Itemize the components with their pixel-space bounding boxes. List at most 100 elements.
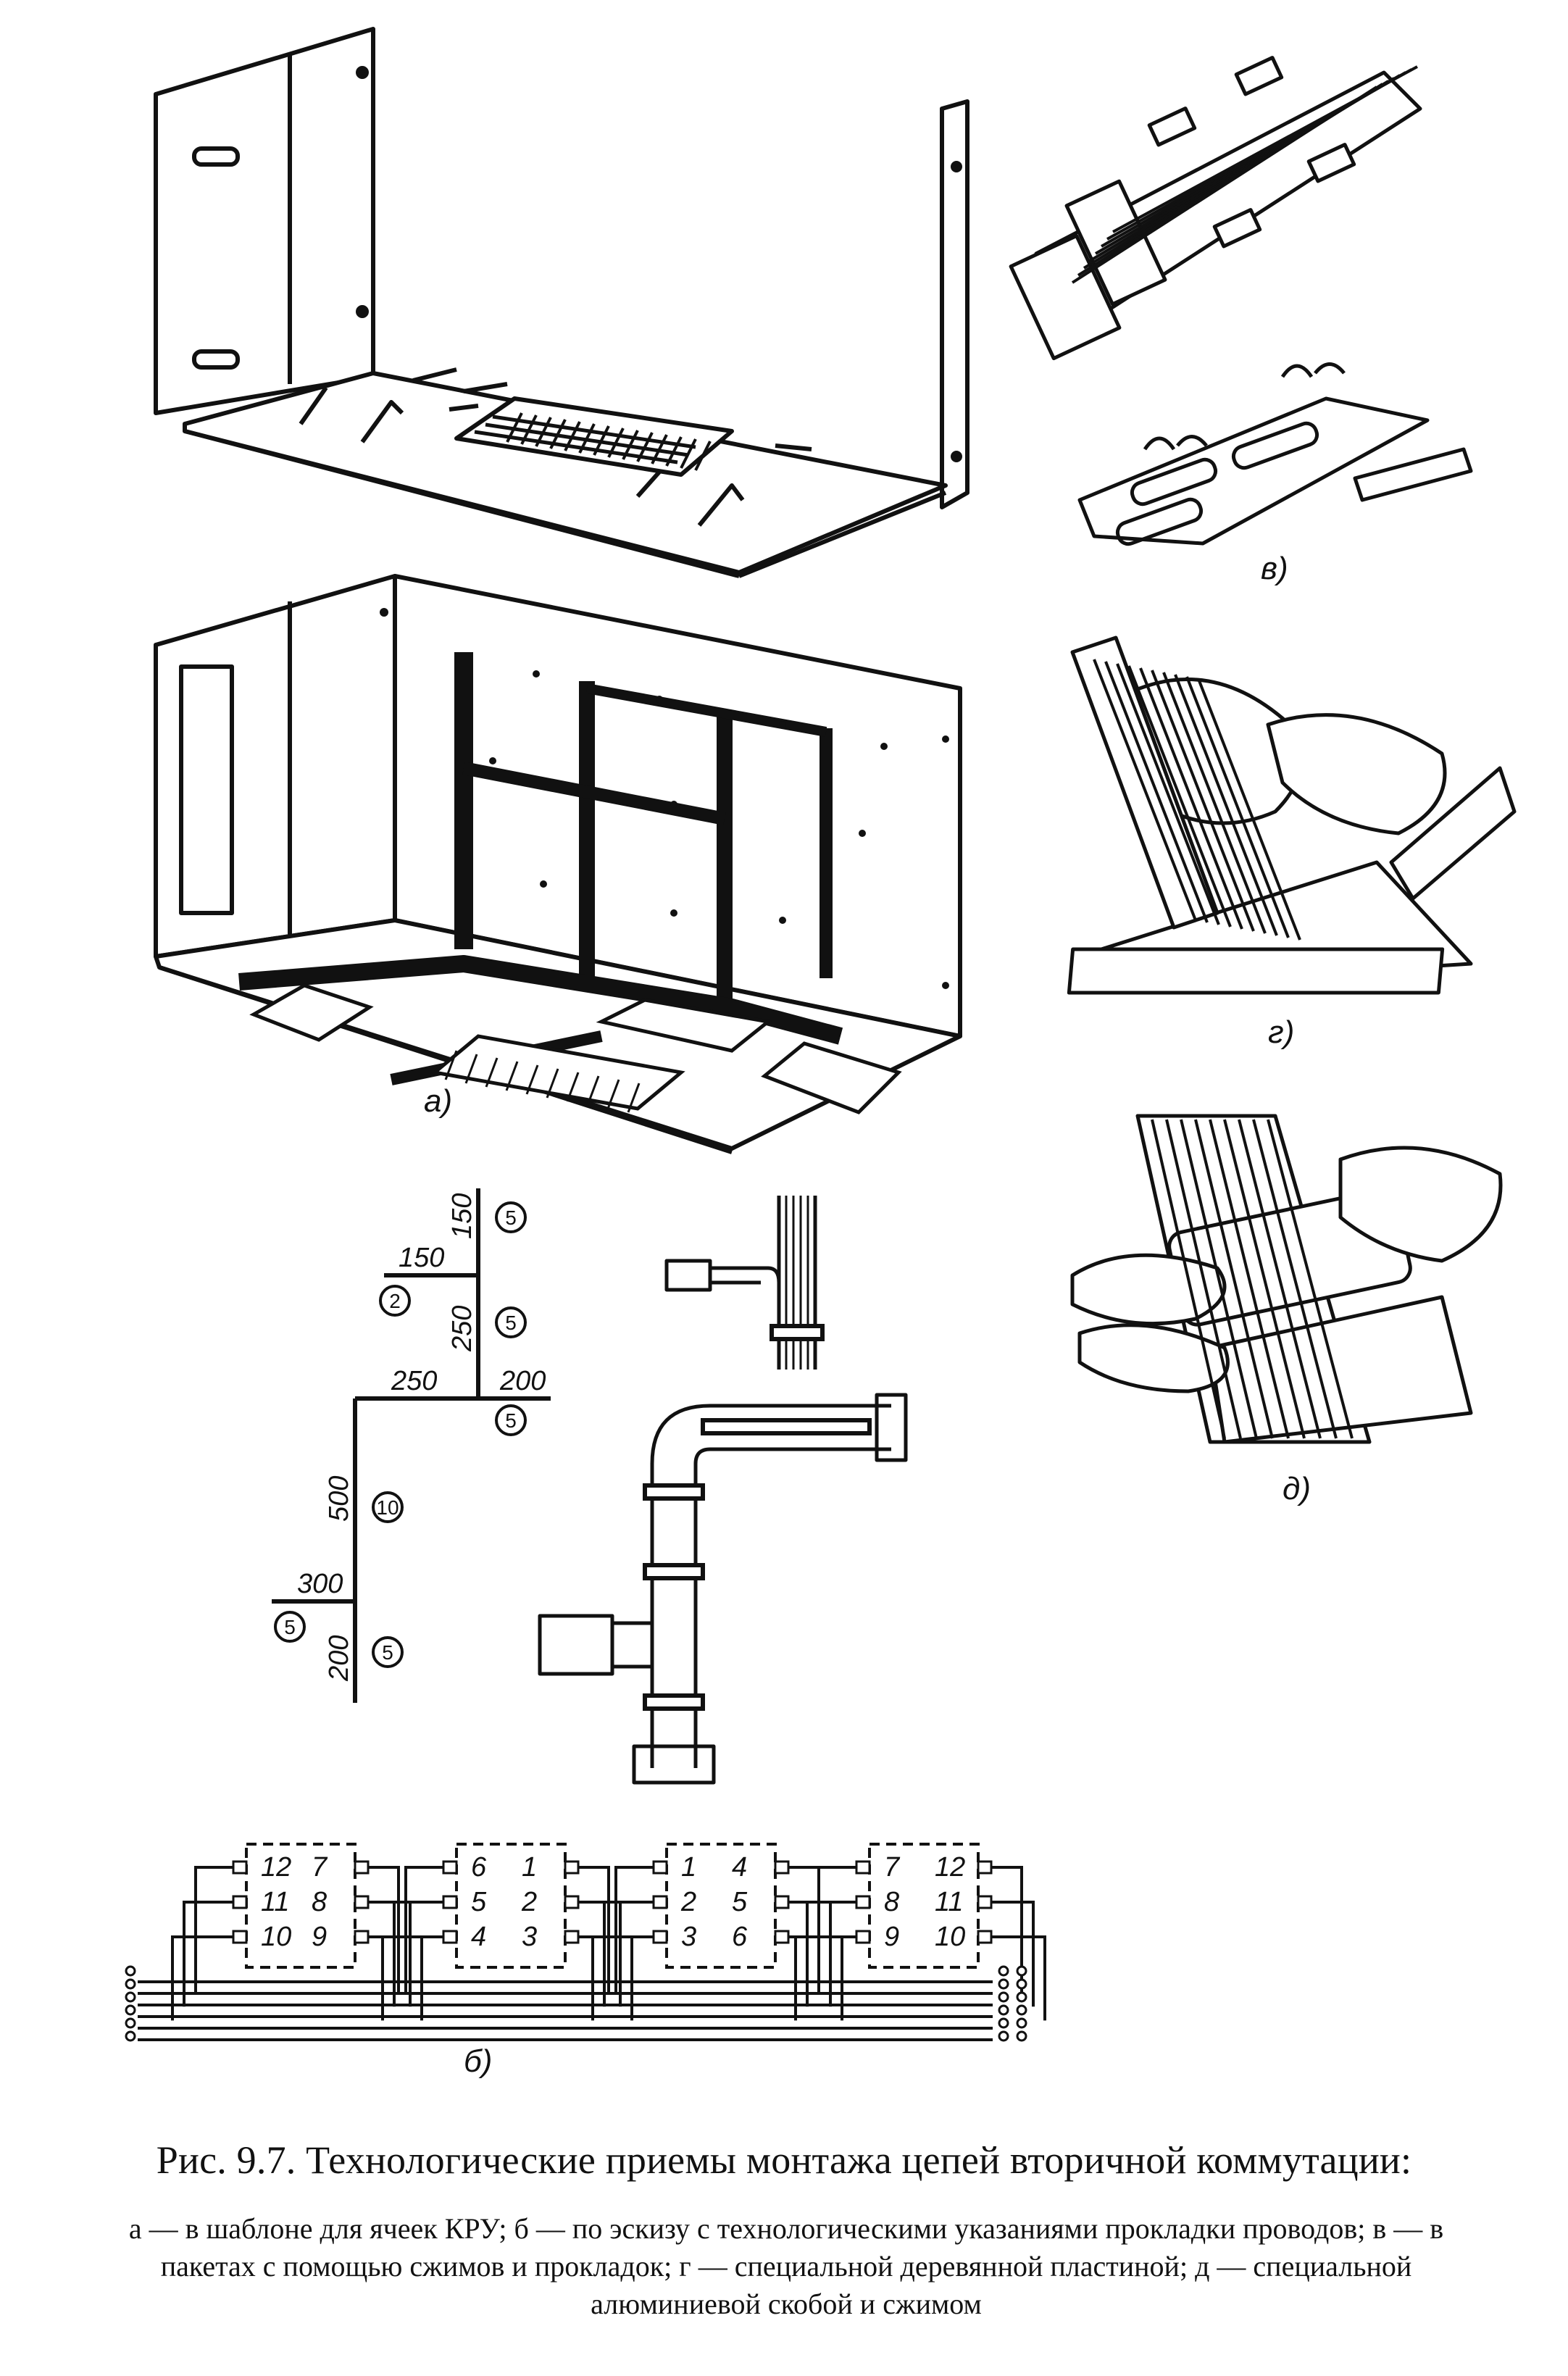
hatch-line [1116, 663, 1220, 925]
terminal-lug [855, 1930, 871, 1944]
terminal-number: 8 [884, 1887, 899, 1917]
hatch-line [627, 1083, 641, 1113]
terminal-number: 9 [884, 1922, 899, 1952]
hatch-line [1151, 670, 1255, 932]
terminal-lug [774, 1895, 790, 1909]
terminal-number: 2 [680, 1887, 696, 1917]
wire-end-marker [125, 1965, 136, 1977]
hatch-line [506, 412, 523, 443]
terminal-lug [442, 1860, 458, 1875]
count-6: 5 [284, 1616, 296, 1638]
hatch-line [1197, 678, 1301, 941]
panel-d-aluminium-bracket: д) [1065, 1109, 1514, 1514]
wire [603, 1901, 654, 2007]
wire [578, 1866, 610, 1993]
dim-top-segment: 150 [447, 1193, 478, 1239]
dim-segment-2: 250 [447, 1306, 478, 1352]
terminal-lug [232, 1930, 248, 1944]
terminal-lug [652, 1895, 668, 1909]
dim-branch-4: 300 [297, 1569, 343, 1599]
terminal-lug [232, 1860, 248, 1875]
wire-end-marker [125, 2017, 136, 2029]
wire-end-marker [998, 1965, 1009, 1977]
count-7: 5 [382, 1641, 393, 1664]
hatch-line [1093, 659, 1197, 921]
hatch-line [549, 419, 567, 449]
wire-end-marker [1016, 2030, 1027, 2042]
dim-branch-1: 150 [399, 1243, 444, 1273]
hatch-line [636, 432, 654, 462]
wire-end-marker [1016, 2004, 1027, 2016]
terminal-number: 10 [935, 1922, 965, 1952]
figure-caption-title: Рис. 9.7. Технологические приемы монтажа… [156, 2138, 1412, 2182]
terminal-number: 12 [935, 1852, 965, 1883]
hatch-line [1194, 1119, 1274, 1439]
terminal-number: 4 [471, 1922, 486, 1952]
wire [991, 1866, 1023, 1993]
dim-segment-4: 500 [324, 1476, 354, 1522]
panel-label-d: д) [1283, 1471, 1311, 1506]
hatch-line [586, 1075, 600, 1106]
hatch-line [520, 414, 538, 445]
panel-label-v: в) [1261, 551, 1288, 586]
panel-label-b: б) [464, 2043, 493, 2079]
terminal-number: 6 [732, 1922, 748, 1952]
wire [368, 1901, 412, 2007]
wire [381, 1935, 443, 2021]
terminal-lug [977, 1860, 993, 1875]
terminal-lug [442, 1930, 458, 1944]
terminal-number: 7 [884, 1852, 901, 1883]
terminal-lug [232, 1895, 248, 1909]
hatch-line [566, 1072, 580, 1102]
wire-end-marker [125, 1978, 136, 1990]
wire-end-marker [125, 2004, 136, 2016]
terminal-number: 4 [732, 1852, 747, 1883]
dim-branch-2: 250 [391, 1366, 437, 1396]
terminal-lug [564, 1860, 580, 1875]
panel-b-sketch: 150 150 250 250 200 500 300 200 5 2 5 5 … [261, 1174, 609, 1725]
hatch-line [535, 417, 552, 447]
hatch-line [593, 425, 610, 456]
wire-end-marker [125, 1991, 136, 2003]
hatch-line [1223, 1119, 1306, 1439]
hatch-line [1112, 65, 1418, 233]
hatch-line [1162, 672, 1267, 934]
template-empty-drawing [154, 27, 969, 578]
hatch-line [564, 421, 581, 451]
wire-end-marker [998, 2004, 1009, 2016]
terminal-number: 3 [681, 1922, 696, 1952]
panel-b-harness [529, 1188, 920, 1790]
hatch-line [525, 1064, 539, 1095]
panel-v-clamp-packs: в) [1009, 43, 1507, 609]
dim-branch-3: 200 [499, 1366, 546, 1396]
hatch-line [505, 1061, 519, 1091]
terminal-lug [442, 1895, 458, 1909]
count-1: 5 [505, 1206, 517, 1229]
hatch-line [1209, 1119, 1290, 1439]
wire-end-marker [1016, 1991, 1027, 2003]
terminal-number: 7 [312, 1852, 328, 1883]
wire [788, 1866, 820, 1993]
harness-drawing [538, 1196, 908, 1785]
wire [794, 1935, 856, 2021]
terminal-lug [564, 1895, 580, 1909]
template-wired-drawing [154, 574, 962, 1154]
terminal-number: 3 [522, 1922, 537, 1952]
terminal-lug [774, 1930, 790, 1944]
hatch-line [1267, 1119, 1354, 1439]
hatch-line [1127, 665, 1232, 928]
routing-sketch: 150 150 250 250 200 500 300 200 5 2 5 5 … [272, 1188, 551, 1703]
hatch-line [444, 1050, 458, 1080]
count-3: 5 [505, 1312, 517, 1334]
hatch-line [1165, 1119, 1242, 1439]
wire [194, 1866, 233, 1993]
hatch-line [622, 430, 639, 460]
count-5: 10 [376, 1496, 399, 1519]
hatch-line [607, 428, 625, 458]
terminal-lug [354, 1860, 370, 1875]
hatch-line [1252, 1119, 1338, 1439]
hatch-line [1180, 1119, 1258, 1439]
terminal-number: 5 [732, 1887, 748, 1917]
wire [183, 1901, 233, 2007]
